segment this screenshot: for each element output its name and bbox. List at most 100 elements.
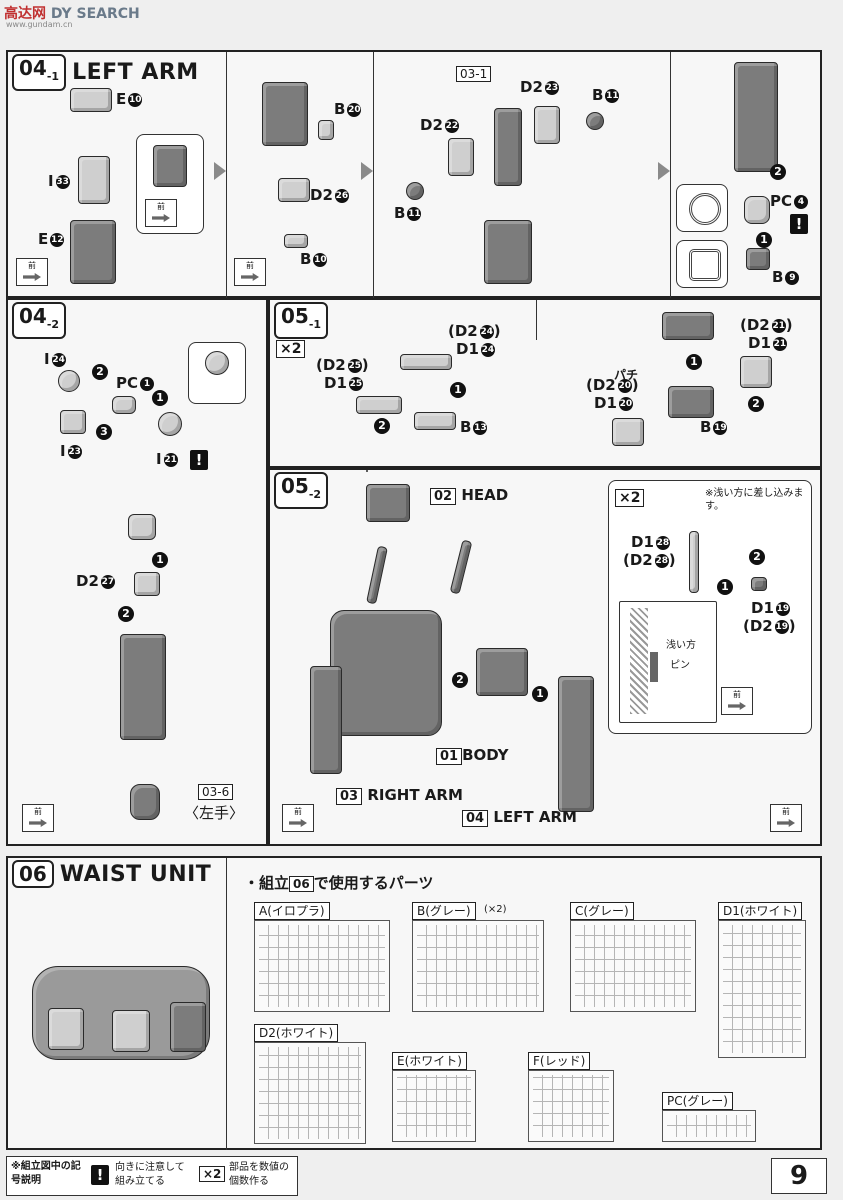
page-number: 9 xyxy=(771,1158,827,1194)
multiplier-icon: ×2 xyxy=(199,1166,226,1182)
runner-pc xyxy=(662,1110,756,1142)
front-indicator: 前 xyxy=(145,199,177,227)
part-i33 xyxy=(78,156,110,204)
front-indicator: 前 xyxy=(721,687,753,715)
step-04-1-header: 04-1 LEFT ARM xyxy=(12,54,199,91)
step-05-2-header: 05-2 xyxy=(274,472,329,509)
runner-label-a: A(イロプラ) xyxy=(254,902,330,920)
next-arrow-icon xyxy=(361,162,373,180)
order-1: 1 xyxy=(717,579,733,595)
part-b19 xyxy=(668,386,714,418)
pc-bottom-view xyxy=(676,240,728,288)
divider xyxy=(536,300,537,340)
label-shallow: 浅い方 xyxy=(666,640,696,651)
part-body xyxy=(330,610,442,736)
part-i23 xyxy=(60,410,86,434)
part-head xyxy=(366,484,410,522)
part-b20 xyxy=(318,120,334,140)
step-06-header: 06 WAIST UNIT xyxy=(12,860,211,888)
order-1: 1 xyxy=(756,232,772,248)
runner-label-c: C(グレー) xyxy=(570,902,634,920)
hatched-socket xyxy=(630,608,648,714)
pc-ring-icon xyxy=(689,193,721,225)
part-b11-b xyxy=(406,182,424,200)
next-arrow-icon xyxy=(214,162,226,180)
part-pc1 xyxy=(112,396,136,414)
ref-03-1: 03-1 xyxy=(456,66,492,82)
order-2: 2 xyxy=(118,606,134,622)
runner-a xyxy=(254,920,390,1012)
divider xyxy=(226,52,227,298)
part-shoulder-pin-a xyxy=(366,545,388,605)
order-1: 1 xyxy=(152,552,168,568)
detail-part xyxy=(205,351,229,375)
front-indicator: 前 xyxy=(282,804,314,832)
part-upper-arm-assembled xyxy=(484,220,532,284)
order-1: 1 xyxy=(152,390,168,406)
part-d227 xyxy=(134,572,160,596)
pin-icon xyxy=(650,652,658,682)
watermark-url: www.gundam.cn xyxy=(6,20,73,29)
part-d120 xyxy=(612,418,644,446)
part-e12 xyxy=(70,220,116,284)
order-2: 2 xyxy=(374,418,390,434)
order-3: 3 xyxy=(96,424,112,440)
runner-d2 xyxy=(254,1042,366,1144)
warning-icon: ! xyxy=(91,1165,109,1185)
order-2: 2 xyxy=(452,672,468,688)
part-arm-complete xyxy=(120,634,166,740)
runner-b xyxy=(412,920,544,1012)
waist-armor-right xyxy=(170,1002,206,1052)
part-d222 xyxy=(448,138,474,176)
detail-callout xyxy=(188,342,246,404)
part-d125 xyxy=(356,396,402,414)
step-05-1-header: 05-1 xyxy=(274,302,329,339)
part-d223 xyxy=(534,106,560,144)
part-shoulder-top xyxy=(662,312,714,340)
divider xyxy=(670,52,671,298)
step-title: WAIST UNIT xyxy=(59,861,212,887)
legend-title: ※組立図中の記号説明 xyxy=(11,1161,81,1186)
part-i24 xyxy=(58,370,80,392)
front-indicator: 前 xyxy=(16,258,48,286)
runner-label-f: F(レッド) xyxy=(528,1052,591,1070)
divider xyxy=(226,858,227,1150)
part-d226 xyxy=(278,178,310,202)
order-1: 1 xyxy=(450,382,466,398)
label-head: 02 HEAD xyxy=(430,486,508,505)
step-number: 04-2 xyxy=(12,302,67,339)
runner-c xyxy=(570,920,696,1012)
part-d124 xyxy=(400,354,452,370)
step-number: 05-2 xyxy=(274,472,329,509)
order-1: 1 xyxy=(686,354,702,370)
part-forearm-frame xyxy=(494,108,522,186)
legend-warn-text: 向きに注意して組み立てる xyxy=(115,1162,185,1187)
part-joint-assembled xyxy=(128,514,156,540)
part-b13 xyxy=(414,412,456,430)
watermark: 高达网 DY SEARCH xyxy=(4,6,140,22)
